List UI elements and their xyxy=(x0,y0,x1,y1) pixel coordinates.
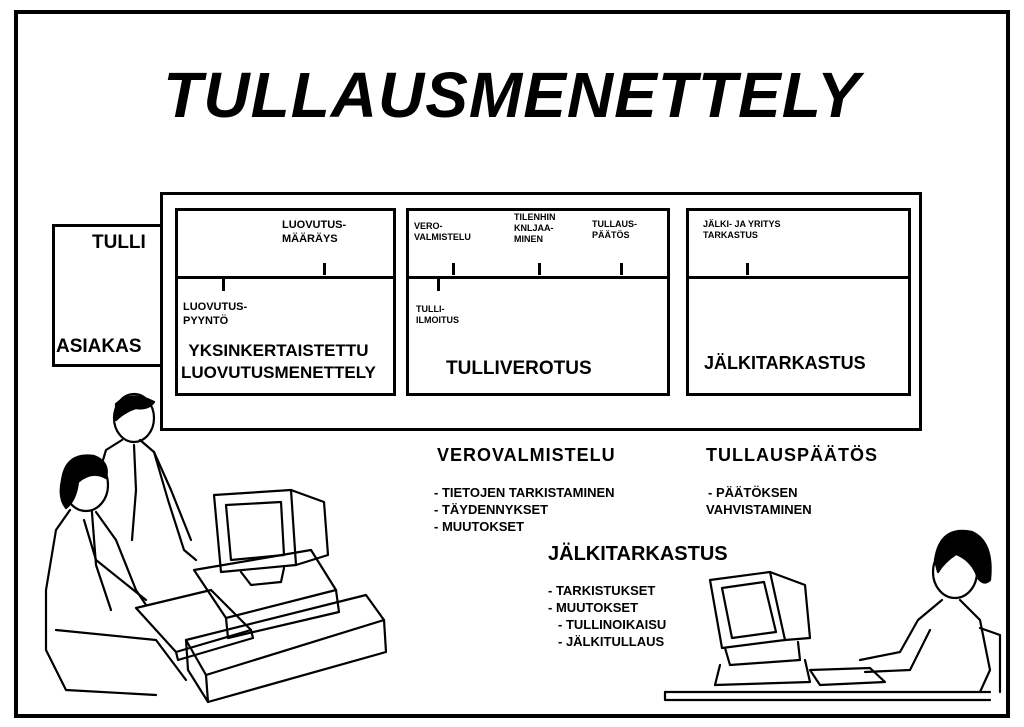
list-item: - MUUTOKSET xyxy=(434,519,525,534)
verovalmistelu-list: - TIETOJEN TARKISTAMINEN - TÄYDENNYKSET … xyxy=(434,484,615,535)
panel-luovutus-divider xyxy=(175,276,396,279)
jalkitarkastus-heading: JÄLKITARKASTUS xyxy=(548,543,728,565)
tullauspaatos-list: - PÄÄTÖKSEN VAHVISTAMINEN xyxy=(706,484,812,518)
tulli-label: TULLI xyxy=(92,232,146,253)
panel-jalkitarkastus xyxy=(686,208,911,396)
outer-frame xyxy=(14,10,1010,718)
verovalmistelu-label: VERO- VALMISTELU xyxy=(414,221,471,242)
verovalmistelu-heading: VEROVALMISTELU xyxy=(437,445,616,465)
list-item: - TULLINOIKAISU xyxy=(558,617,667,632)
tick xyxy=(323,263,326,275)
tick xyxy=(620,263,623,275)
tick xyxy=(746,263,749,275)
panel-jalkitarkastus-divider xyxy=(686,276,911,279)
luovutuspyynto-label: LUOVUTUS- PYYNTÖ xyxy=(183,301,248,327)
page-title: TULLAUSMENETTELY xyxy=(163,59,861,131)
panel-luovutus xyxy=(175,208,396,396)
tullauspaatos-label: TULLAUS- PÄÄTÖS xyxy=(592,219,637,240)
list-item: VAHVISTAMINEN xyxy=(706,502,812,517)
tilinkirjaaminen-label: TILENHIN KNLJAA- MINEN xyxy=(514,212,556,244)
panel-tulliverotus xyxy=(406,208,670,396)
list-item: - TIETOJEN TARKISTAMINEN xyxy=(434,485,615,500)
clerk-illustration xyxy=(663,529,1002,702)
jalkitarkastus-list: - TARKISTUKSET - MUUTOKSET - TULLINOIKAI… xyxy=(548,582,666,650)
list-item: - PÄÄTÖKSEN xyxy=(708,485,798,500)
list-item: - TÄYDENNYKSET xyxy=(434,502,549,517)
tick xyxy=(452,263,455,275)
office-workers-illustration xyxy=(44,392,388,704)
tulli-ilmoitus-label: TULLI- ILMOITUS xyxy=(416,304,459,325)
tullauspaatos-heading: TULLAUSPÄÄTÖS xyxy=(706,445,878,465)
list-item: - JÄLKITULLAUS xyxy=(558,634,665,649)
tick xyxy=(222,279,225,291)
jalki-ja-yritystarkastus-label: JÄLKI- JA YRITYS TARKASTUS xyxy=(703,219,781,240)
panel-tulliverotus-divider xyxy=(406,276,670,279)
list-item: - MUUTOKSET xyxy=(548,600,639,615)
asiakas-label: ASIAKAS xyxy=(56,336,142,357)
tulliverotus-label: TULLIVEROTUS xyxy=(446,358,592,379)
list-item: - TARKISTUKSET xyxy=(548,583,656,598)
tick xyxy=(437,279,440,291)
yksinkertaistettu-label: YKSINKERTAISTETTU LUOVUTUSMENETTELY xyxy=(181,341,376,382)
jalkitarkastus-panel-label: JÄLKITARKASTUS xyxy=(704,353,866,373)
tick xyxy=(538,263,541,275)
luovutusmaarays-label: LUOVUTUS- MÄÄRÄYS xyxy=(282,219,347,245)
tulli-tab xyxy=(52,224,172,367)
